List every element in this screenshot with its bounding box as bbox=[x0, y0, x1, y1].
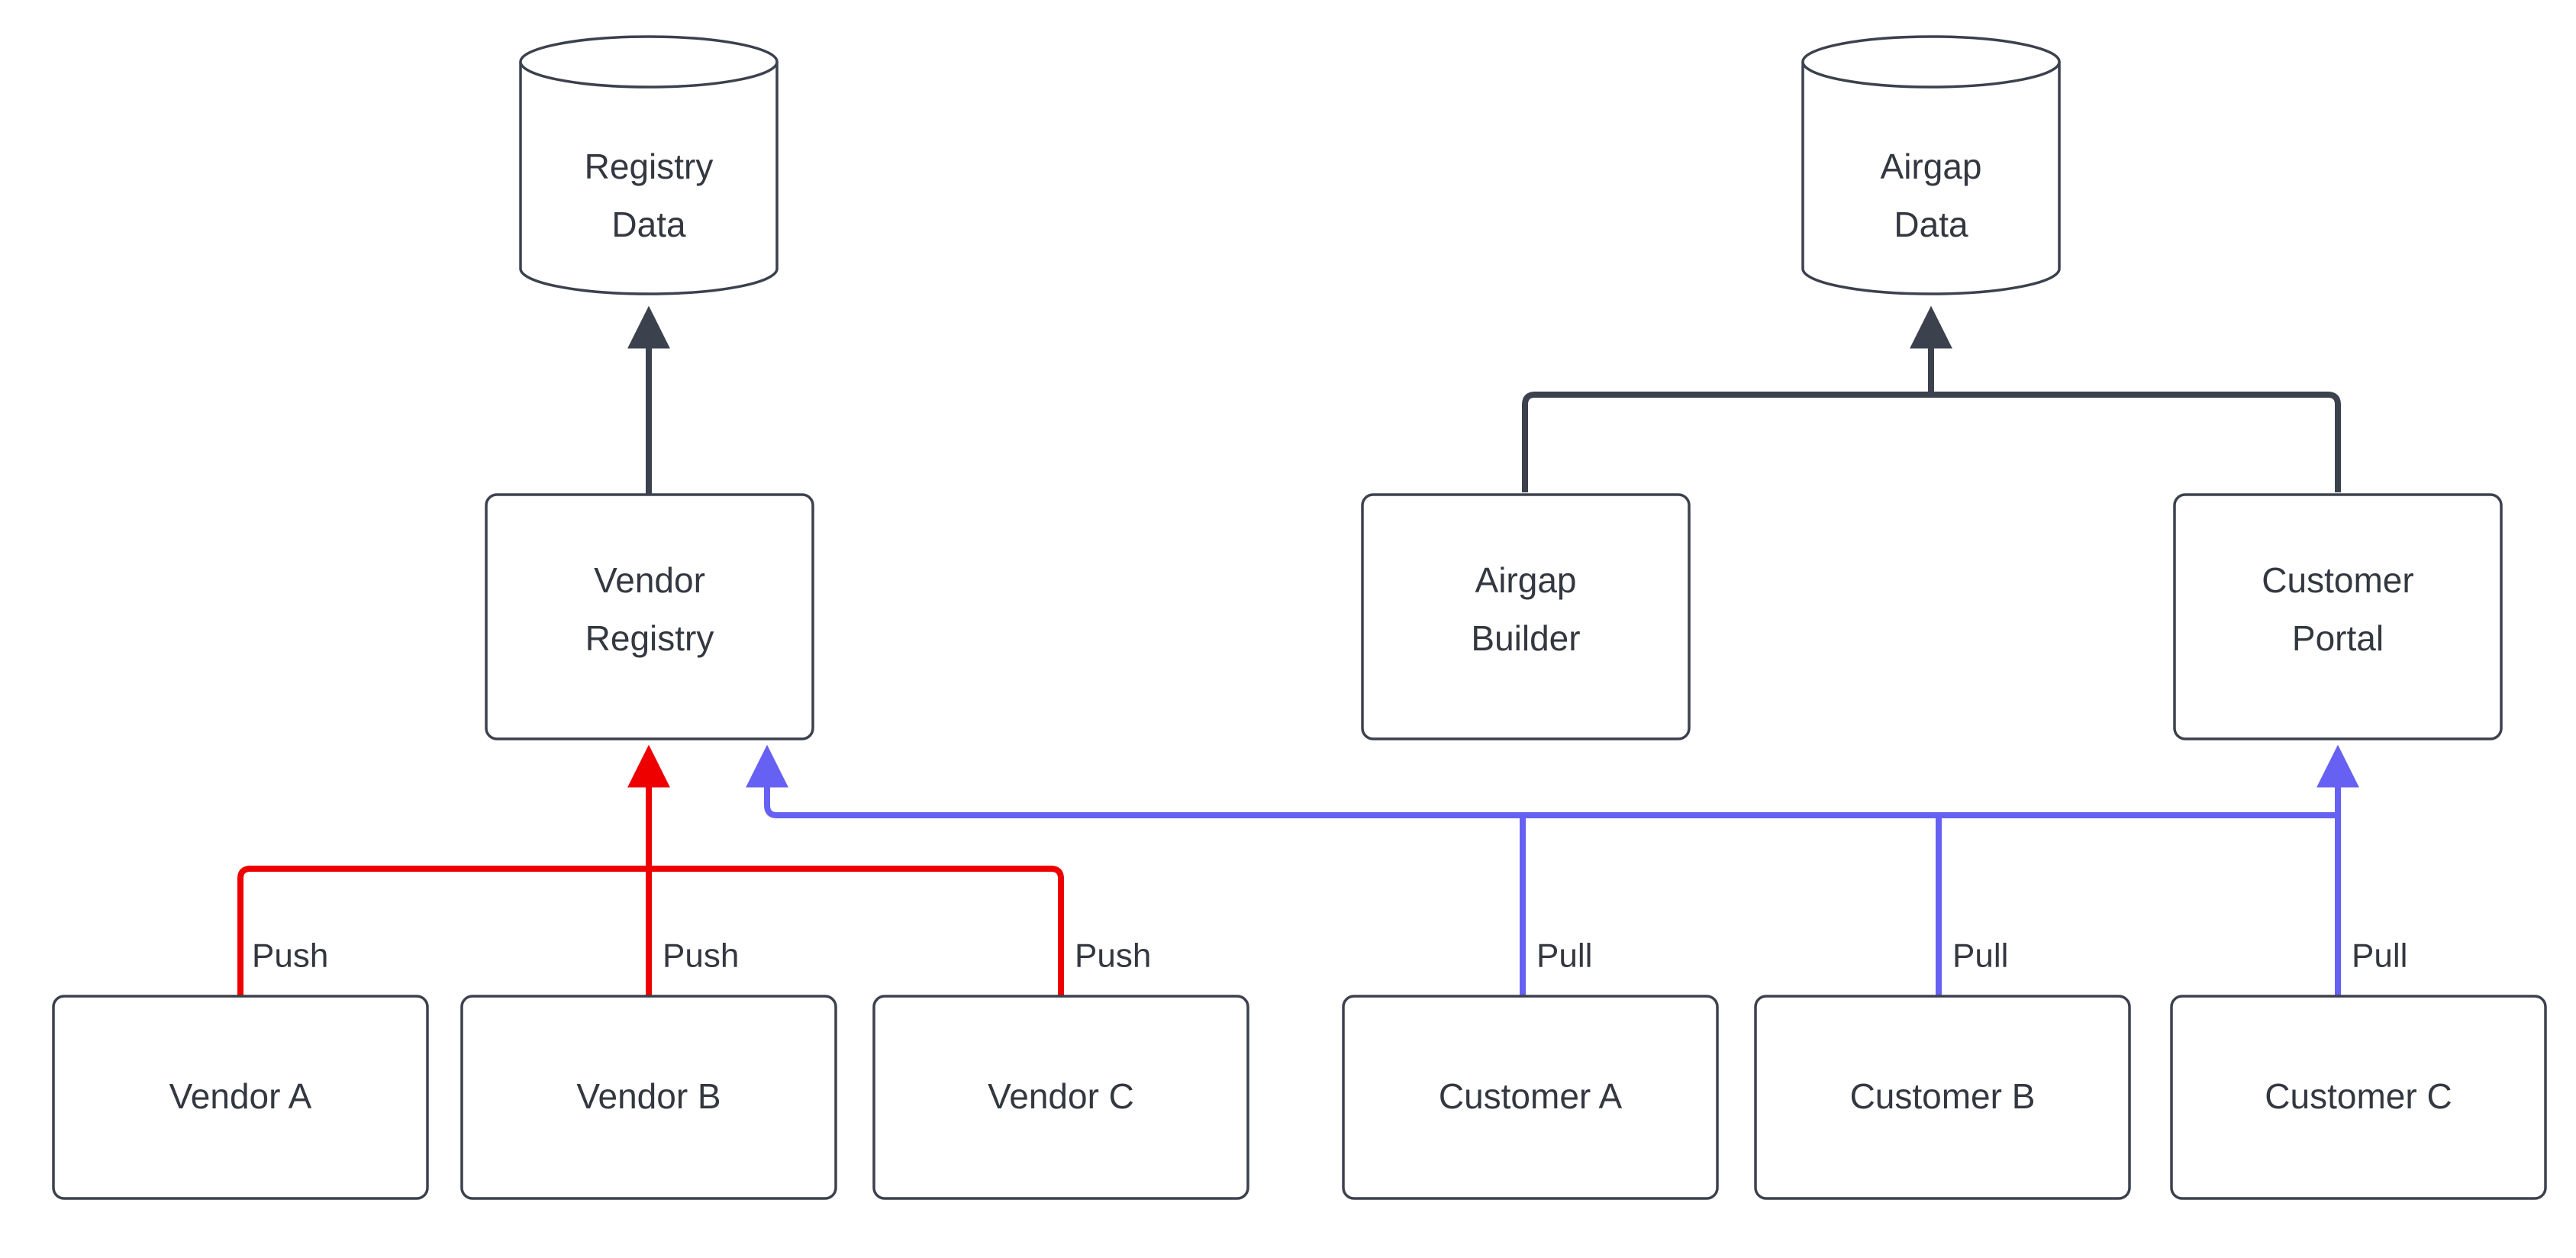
node-registry-data[interactable]: Registry Data bbox=[519, 35, 779, 295]
node-vendor-registry-line1: Vendor bbox=[594, 560, 705, 600]
node-customer-portal-line2: Portal bbox=[2292, 618, 2384, 658]
node-registry-data-line2: Data bbox=[611, 205, 686, 244]
node-vendor-registry[interactable]: Vendor Registry bbox=[485, 493, 814, 740]
node-vendor-c[interactable]: Vendor C bbox=[872, 995, 1249, 1200]
node-vendor-a[interactable]: Vendor A bbox=[52, 995, 429, 1200]
edge-airgap-builder-to-airgap-data bbox=[1522, 392, 1931, 492]
node-customer-c[interactable]: Customer C bbox=[2170, 995, 2547, 1200]
svg-text:Pull: Pull bbox=[1536, 937, 1592, 975]
node-airgap-builder-line2: Builder bbox=[1471, 618, 1580, 658]
svg-text:Push: Push bbox=[252, 937, 328, 975]
node-customer-b[interactable]: Customer B bbox=[1754, 995, 2131, 1200]
node-airgap-builder-line1: Airgap bbox=[1475, 560, 1577, 600]
node-customer-portal[interactable]: Customer Portal bbox=[2173, 493, 2503, 740]
node-airgap-data[interactable]: Airgap Data bbox=[1801, 35, 2061, 295]
edge-label-push-b: Push bbox=[663, 937, 739, 975]
node-vendor-c-label: Vendor C bbox=[988, 1076, 1134, 1116]
edge-label-push-a: Push bbox=[252, 937, 328, 975]
edge-push-bus-red bbox=[237, 744, 1064, 996]
svg-text:Push: Push bbox=[663, 937, 739, 975]
node-customer-a[interactable]: Customer A bbox=[1342, 995, 1719, 1200]
node-vendor-registry-line2: Registry bbox=[585, 618, 714, 658]
node-customer-a-label: Customer A bbox=[1439, 1076, 1623, 1116]
node-airgap-data-line1: Airgap bbox=[1881, 147, 1982, 186]
node-vendor-b-label: Vendor B bbox=[576, 1076, 721, 1116]
edge-label-pull-c: Pull bbox=[2352, 937, 2407, 975]
svg-text:Push: Push bbox=[1075, 937, 1151, 975]
node-customer-c-label: Customer C bbox=[2265, 1076, 2452, 1116]
node-vendor-b[interactable]: Vendor B bbox=[460, 995, 837, 1200]
node-customer-b-label: Customer B bbox=[1850, 1076, 2036, 1116]
node-vendor-a-label: Vendor A bbox=[169, 1076, 312, 1116]
svg-text:Pull: Pull bbox=[2352, 937, 2407, 975]
edge-pull-bus-blue bbox=[746, 744, 2359, 996]
svg-text:Pull: Pull bbox=[1952, 937, 2008, 975]
edge-customer-portal-to-airgap-data bbox=[1931, 392, 2341, 492]
node-registry-data-line1: Registry bbox=[585, 147, 714, 186]
edge-label-pull-a: Pull bbox=[1536, 937, 1592, 975]
edge-label-pull-b: Pull bbox=[1952, 937, 2008, 975]
node-airgap-builder[interactable]: Airgap Builder bbox=[1361, 493, 1691, 740]
node-airgap-data-line2: Data bbox=[1894, 205, 1968, 244]
node-customer-portal-line1: Customer bbox=[2262, 560, 2413, 600]
edge-label-push-c: Push bbox=[1075, 937, 1151, 975]
